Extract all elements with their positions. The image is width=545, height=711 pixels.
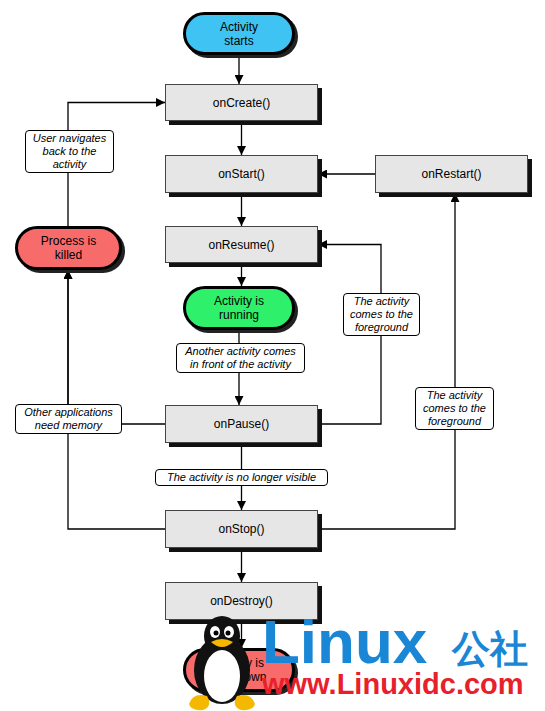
edge-label: Other applications need memory — [15, 404, 122, 434]
flow-arrow — [238, 55, 239, 84]
edge-label: User navigates back to the activity — [25, 130, 114, 173]
penguin-eye — [210, 626, 220, 638]
node-text: onRestart() — [421, 167, 481, 181]
flow-arrow — [318, 173, 375, 174]
flow-arrow — [241, 548, 242, 582]
node-text: Activity is running — [208, 294, 270, 322]
flow-arrow — [68, 270, 165, 529]
process-box: onResume() — [165, 226, 318, 263]
penguin-foot — [189, 695, 209, 710]
flow-arrow — [241, 263, 242, 286]
state-pill: Activity starts — [183, 12, 295, 55]
node-text: onPause() — [214, 417, 269, 431]
process-box: onPause() — [165, 405, 318, 443]
flow-arrow — [318, 193, 455, 529]
edge-label: The activity is no longer visible — [155, 469, 328, 486]
edge-label: The activity comes to the foreground — [415, 387, 494, 430]
state-pill: Activity is running — [183, 286, 295, 330]
penguin-foot — [235, 695, 255, 710]
watermark-text: Linux — [262, 606, 427, 677]
flow-arrow — [68, 270, 165, 424]
watermark-text: 公社 — [452, 624, 528, 675]
penguin-pupil — [226, 631, 231, 636]
node-text: onResume() — [208, 238, 274, 252]
penguin-beak — [211, 639, 233, 647]
node-text: onCreate() — [213, 96, 270, 110]
watermark-text: www.Linuxidc.com — [262, 668, 524, 701]
penguin-eye — [224, 626, 234, 638]
state-pill: Process is killed — [15, 226, 122, 270]
penguin-pupil — [214, 631, 219, 636]
node-text: onStop() — [218, 522, 264, 536]
flow-arrow — [241, 620, 242, 648]
process-box: onRestart() — [375, 155, 528, 193]
edge-label: Another activity comes in front of the a… — [176, 343, 305, 373]
node-text: onStart() — [218, 167, 265, 181]
flow-arrow — [241, 121, 242, 155]
node-text: Process is killed — [40, 234, 97, 262]
penguin-belly — [204, 650, 240, 702]
node-text: onDestroy() — [210, 594, 273, 608]
flow-arrow — [241, 193, 242, 226]
edge-label: The activity comes to the foreground — [343, 293, 420, 336]
process-box: onStart() — [165, 155, 318, 193]
node-text: Activity starts — [208, 20, 270, 48]
process-box: onCreate() — [165, 84, 318, 121]
penguin-body — [194, 636, 250, 704]
penguin-logo — [183, 612, 261, 711]
process-box: onStop() — [165, 510, 318, 548]
